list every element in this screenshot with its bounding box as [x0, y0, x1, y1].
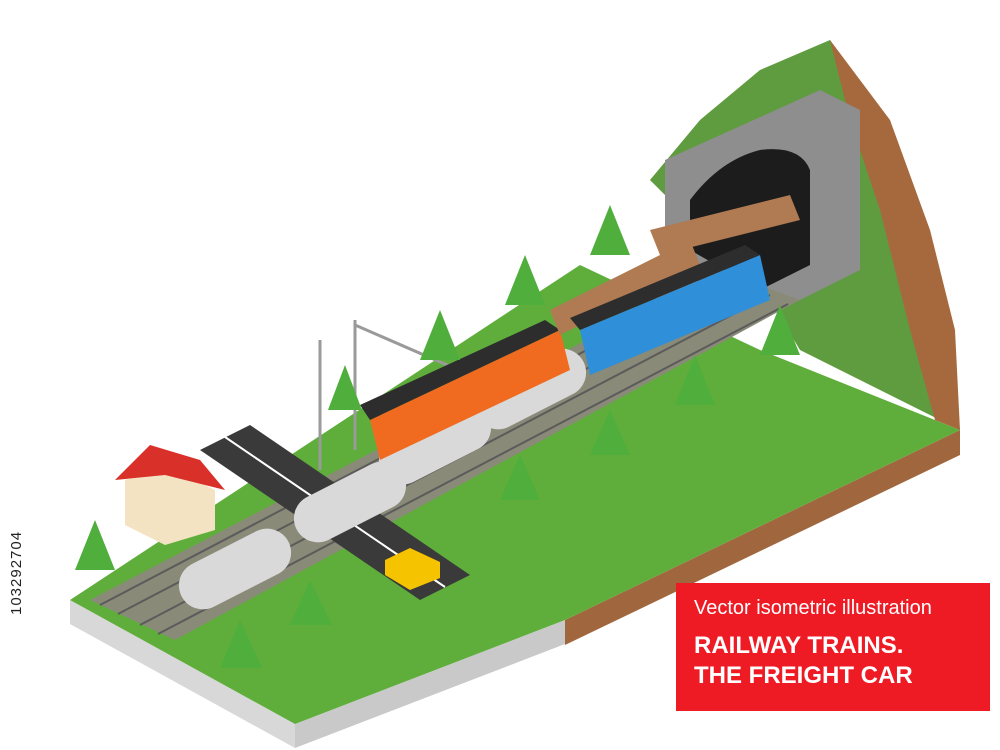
- locomotive-orange-roof: [360, 320, 560, 420]
- house-roof: [115, 445, 225, 490]
- caption-title-line1: RAILWAY TRAINS.: [694, 632, 904, 659]
- caption-box: Vector isometric illustration RAILWAY TR…: [676, 583, 990, 711]
- locomotive-blue: [580, 255, 770, 375]
- hill-soil-profile: [830, 40, 960, 430]
- tank-car: [293, 461, 407, 543]
- tank-car: [178, 528, 292, 610]
- tank-car: [378, 403, 492, 485]
- soil-right-side: [565, 430, 960, 645]
- locomotive-blue-roof: [570, 245, 760, 330]
- house-wall: [125, 465, 215, 545]
- ground-block-left-side: [70, 600, 295, 748]
- caption-subtitle: Vector isometric illustration: [694, 597, 932, 619]
- caption-title-line2: THE FREIGHT CAR: [694, 662, 913, 689]
- stock-image-id: 103292704: [8, 530, 25, 615]
- locomotive-orange: [370, 330, 570, 460]
- ground-block-front-side: [295, 620, 565, 748]
- log-wagon: [650, 195, 800, 255]
- yellow-car: [385, 548, 440, 590]
- trees: [75, 205, 800, 668]
